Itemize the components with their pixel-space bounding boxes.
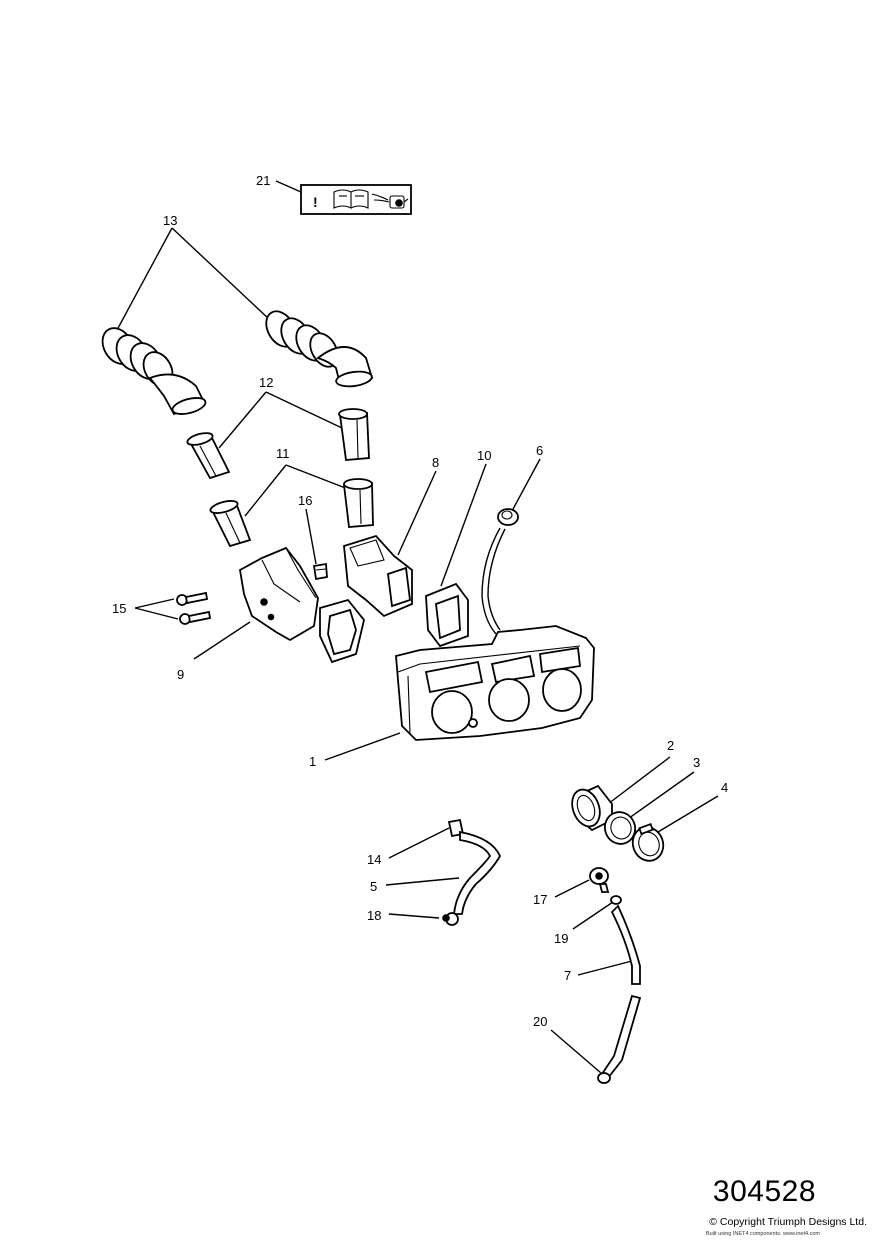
callout-2: 2	[667, 738, 674, 753]
warning-symbol: !	[313, 194, 318, 210]
breather-hose-5	[453, 830, 502, 915]
hose-clamp-4	[631, 822, 665, 862]
intake-tube-12-left	[186, 432, 231, 480]
bolt-15-lower	[179, 610, 212, 625]
drain-hose-7-lower	[600, 994, 642, 1080]
callout-20: 20	[533, 1014, 547, 1029]
leader-lines	[116, 180, 719, 1074]
airbox	[395, 625, 595, 741]
bolt-15-upper	[176, 591, 209, 606]
callout-14: 14	[367, 852, 381, 867]
callout-5: 5	[370, 879, 377, 894]
clip-18	[442, 912, 459, 926]
callout-19: 19	[554, 931, 568, 946]
air-duct-left	[239, 546, 319, 642]
callout-16: 16	[298, 493, 312, 508]
intake-bellows-left	[101, 327, 207, 416]
copyright-notice: © Copyright Triumph Designs Ltd.	[709, 1216, 867, 1228]
clip-19	[610, 895, 622, 905]
duct-boot-right	[425, 582, 469, 648]
breather-hose-6	[481, 527, 501, 635]
callout-labels: 1 2 3 4 5 6 7 8 9 10 11 12 13 14 15 16 1…	[112, 173, 728, 1029]
drain-hose-7-upper	[610, 904, 641, 985]
grommet-6	[497, 508, 519, 526]
torque-wrench-icon	[371, 193, 409, 209]
callout-21: 21	[256, 173, 270, 188]
callout-15: 15	[112, 601, 126, 616]
callout-3: 3	[693, 755, 700, 770]
book-icon	[333, 189, 369, 209]
nut-16	[312, 562, 328, 581]
clip-3	[603, 811, 637, 845]
intake-hose-2	[571, 784, 613, 832]
callout-7: 7	[564, 968, 571, 983]
intake-tube-12-right	[338, 408, 370, 461]
intake-tube-11-right	[342, 478, 374, 528]
diagram-part-number: 304528	[712, 1175, 816, 1208]
duct-boot-left	[319, 598, 365, 664]
callout-1: 1	[309, 754, 316, 769]
callout-6: 6	[536, 443, 543, 458]
callout-11: 11	[276, 446, 290, 461]
drain-cap-20	[597, 1072, 611, 1084]
callout-8: 8	[432, 455, 439, 470]
callout-17: 17	[533, 892, 547, 907]
warning-label: !	[300, 184, 412, 215]
air-duct-center	[343, 534, 413, 618]
callout-13: 13	[163, 213, 177, 228]
build-note: Built using INET4 components. www.inet4.…	[705, 1231, 820, 1237]
callout-9: 9	[177, 667, 184, 682]
callout-12: 12	[259, 375, 273, 390]
intake-bellows-right	[265, 310, 374, 388]
callout-4: 4	[721, 780, 728, 795]
callout-18: 18	[367, 908, 381, 923]
intake-tube-11-left	[209, 500, 252, 548]
callout-10: 10	[477, 448, 491, 463]
banjo-union-17	[589, 867, 610, 893]
